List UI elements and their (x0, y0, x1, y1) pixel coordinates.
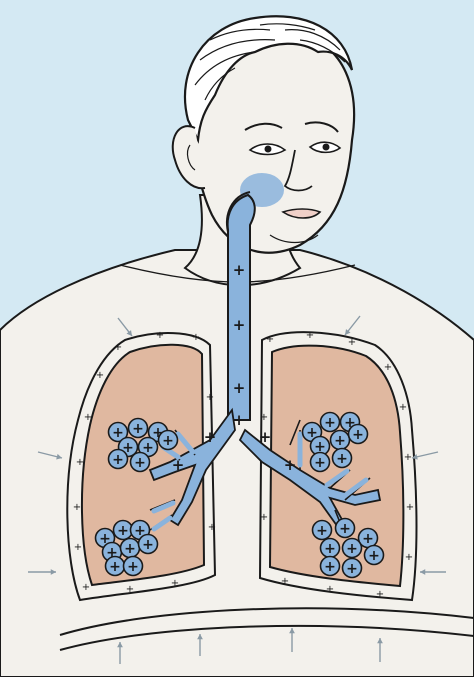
alveolus: + (313, 521, 332, 540)
pleura-plus: + (208, 522, 216, 533)
svg-text:+: + (352, 427, 364, 443)
pleura-plus: + (399, 402, 407, 413)
pleura-plus: + (326, 584, 334, 595)
pleura-plus: + (281, 576, 289, 587)
pleura-plus: + (96, 370, 104, 381)
svg-text:+: + (324, 559, 336, 575)
alveolus: + (321, 539, 340, 558)
airway-plus: + (172, 456, 185, 474)
alveolus: + (321, 413, 340, 432)
pleura-plus: + (84, 412, 92, 423)
pleura-plus: + (114, 342, 122, 353)
alveolus: + (365, 546, 384, 565)
alveolus: + (129, 419, 148, 438)
svg-text:+: + (112, 452, 124, 468)
pleura-plus: + (192, 332, 200, 343)
alveolus: + (336, 519, 355, 538)
svg-text:+: + (109, 559, 121, 575)
svg-text:+: + (127, 559, 139, 575)
pleura-plus: + (384, 362, 392, 373)
alveolus: + (121, 539, 140, 558)
airway-plus: + (233, 411, 246, 429)
svg-text:+: + (162, 433, 174, 449)
svg-text:+: + (339, 521, 351, 537)
alveolus: + (106, 557, 125, 576)
pleura-plus: + (306, 330, 314, 341)
pleura-plus: + (260, 412, 268, 423)
pleura-plus: + (126, 584, 134, 595)
pleura-plus: + (206, 392, 214, 403)
svg-text:+: + (132, 421, 144, 437)
svg-text:+: + (334, 433, 346, 449)
alveolus: + (131, 453, 150, 472)
pleura-plus: + (76, 457, 84, 468)
alveolus: + (124, 557, 143, 576)
alveolus: + (343, 539, 362, 558)
pleura-plus: + (156, 330, 164, 341)
pleura-plus: + (82, 582, 90, 593)
alveolus: + (343, 559, 362, 578)
pleura-plus: + (404, 452, 412, 463)
airway-plus: + (284, 456, 297, 474)
pleura-plus: + (348, 337, 356, 348)
pleura-plus: + (171, 578, 179, 589)
alveolus: + (311, 453, 330, 472)
pleura-plus: + (73, 502, 81, 513)
svg-text:+: + (362, 531, 374, 547)
svg-text:+: + (124, 541, 136, 557)
svg-text:+: + (324, 541, 336, 557)
pleura-plus: + (405, 552, 413, 563)
alveolus: + (159, 431, 178, 450)
pupil-left (265, 146, 272, 153)
airway-plus: + (259, 428, 272, 446)
svg-text:+: + (117, 523, 129, 539)
svg-text:+: + (346, 541, 358, 557)
alveolus: + (321, 557, 340, 576)
alveolus: + (349, 425, 368, 444)
svg-text:+: + (324, 415, 336, 431)
pupil-right (323, 144, 330, 151)
alveolus: + (333, 449, 352, 468)
pleura-plus: + (266, 334, 274, 345)
alveolus: + (109, 450, 128, 469)
pleura-plus: + (406, 502, 414, 513)
pleura-plus: + (260, 512, 268, 523)
alveolus: + (331, 431, 350, 450)
svg-text:+: + (336, 451, 348, 467)
airway-plus: + (233, 261, 246, 279)
svg-text:+: + (346, 561, 358, 577)
svg-text:+: + (142, 537, 154, 553)
airway-plus: + (233, 379, 246, 397)
pleura-plus: + (74, 542, 82, 553)
airway-plus: + (233, 316, 246, 334)
svg-text:+: + (316, 523, 328, 539)
svg-text:+: + (134, 455, 146, 471)
svg-text:+: + (314, 455, 326, 471)
pleura-plus: + (376, 589, 384, 600)
airway-plus: + (204, 428, 217, 446)
alveolus: + (114, 521, 133, 540)
alveolus: + (139, 535, 158, 554)
svg-text:+: + (368, 548, 380, 564)
